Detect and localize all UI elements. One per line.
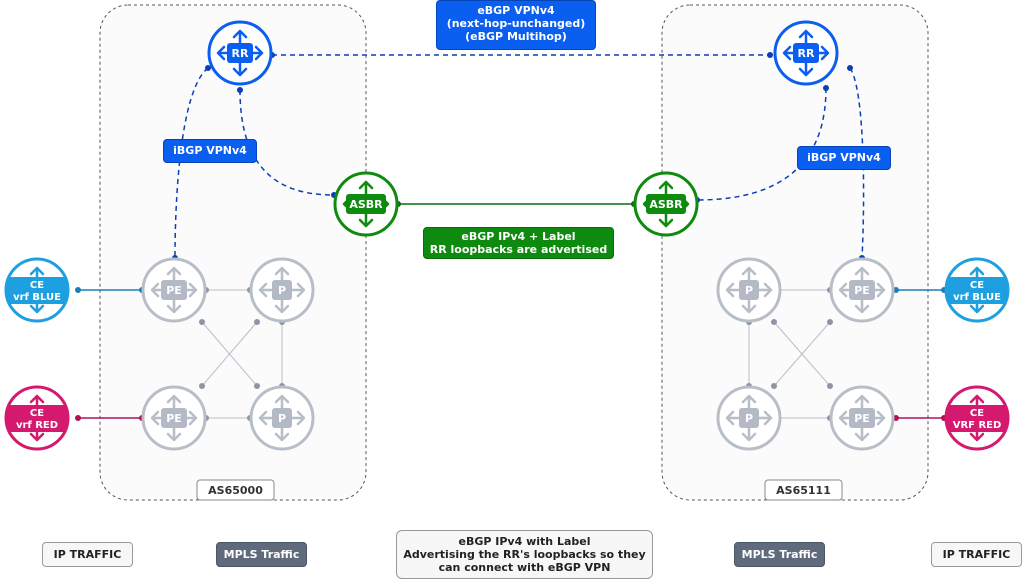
right-core-links bbox=[748, 289, 831, 419]
asbr-router-right[interactable]: ASBR bbox=[633, 171, 699, 237]
p-router-left-bottom[interactable]: P bbox=[249, 385, 315, 451]
legend-note-line-2: Advertising the RR's loopbacks so they bbox=[403, 548, 646, 561]
legend-mpls-traffic-left: MPLS Traffic bbox=[216, 542, 307, 567]
legend-ebgp-ipv4-note: eBGP IPv4 with Label Advertising the RR'… bbox=[396, 530, 653, 579]
p-router-left-top[interactable]: P bbox=[249, 257, 315, 323]
svg-text:RR: RR bbox=[798, 47, 815, 60]
svg-text:CE: CE bbox=[970, 408, 984, 419]
as-left-label: AS65000 bbox=[196, 479, 275, 501]
ebgp-ipv4-label: eBGP IPv4 + Label RR loopbacks are adver… bbox=[423, 227, 614, 259]
asbr-router-left[interactable]: ASBR bbox=[333, 171, 399, 237]
ce-blue-right[interactable]: CE vrf BLUE bbox=[944, 257, 1010, 323]
svg-text:AS65111: AS65111 bbox=[776, 484, 831, 497]
svg-text:RR: RR bbox=[232, 47, 249, 60]
p-router-right-bottom[interactable]: P bbox=[716, 385, 782, 451]
rr-router-right[interactable]: RR bbox=[773, 20, 839, 86]
ce-red-left[interactable]: CE vrf RED bbox=[4, 385, 70, 451]
svg-text:PE: PE bbox=[854, 412, 870, 425]
ce-red-right[interactable]: CE VRF RED bbox=[944, 385, 1010, 451]
rr-router-left[interactable]: RR bbox=[207, 20, 273, 86]
pe-router-right-bottom[interactable]: PE bbox=[829, 385, 895, 451]
svg-text:vrf RED: vrf RED bbox=[16, 420, 58, 431]
pe-router-left-top[interactable]: PE bbox=[141, 257, 207, 323]
svg-text:P: P bbox=[278, 284, 286, 297]
svg-text:PE: PE bbox=[166, 284, 182, 297]
legend-mpls-traffic-right: MPLS Traffic bbox=[734, 542, 825, 567]
ebgp-vpnv4-line-2: (next-hop-unchanged) bbox=[446, 17, 586, 30]
pe-router-right-top[interactable]: PE bbox=[829, 257, 895, 323]
ebgp-vpnv4-line-3: (eBGP Multihop) bbox=[465, 30, 567, 43]
pe-router-left-bottom[interactable]: PE bbox=[141, 385, 207, 451]
svg-text:P: P bbox=[745, 412, 753, 425]
svg-text:PE: PE bbox=[166, 412, 182, 425]
svg-text:CE: CE bbox=[970, 280, 984, 291]
ce-blue-left[interactable]: CE vrf BLUE bbox=[4, 257, 70, 323]
svg-text:P: P bbox=[745, 284, 753, 297]
svg-text:PE: PE bbox=[854, 284, 870, 297]
svg-text:P: P bbox=[278, 412, 286, 425]
svg-text:vrf BLUE: vrf BLUE bbox=[953, 292, 1001, 303]
ebgp-vpnv4-line-1: eBGP VPNv4 bbox=[477, 4, 555, 17]
ibgp-vpnv4-label-left: iBGP VPNv4 bbox=[163, 139, 257, 163]
ebgp-ipv4-line-1: eBGP IPv4 + Label bbox=[461, 230, 576, 243]
as-right-label: AS65111 bbox=[764, 479, 843, 501]
p-router-right-top[interactable]: P bbox=[716, 257, 782, 323]
svg-text:CE: CE bbox=[30, 280, 44, 291]
left-core-links bbox=[201, 289, 283, 419]
legend-note-line-3: can connect with eBGP VPN bbox=[438, 561, 611, 574]
svg-text:AS65000: AS65000 bbox=[208, 484, 263, 497]
ibgp-vpnv4-label-right: iBGP VPNv4 bbox=[797, 146, 891, 170]
legend-note-line-1: eBGP IPv4 with Label bbox=[458, 535, 591, 548]
svg-text:VRF RED: VRF RED bbox=[953, 420, 1002, 431]
legend-ip-traffic-left: IP TRAFFIC bbox=[42, 542, 133, 567]
svg-text:ASBR: ASBR bbox=[349, 198, 383, 211]
svg-text:CE: CE bbox=[30, 408, 44, 419]
svg-text:vrf BLUE: vrf BLUE bbox=[13, 292, 61, 303]
legend-ip-traffic-right: IP TRAFFIC bbox=[931, 542, 1022, 567]
svg-text:ASBR: ASBR bbox=[649, 198, 683, 211]
ebgp-ipv4-line-2: RR loopbacks are advertised bbox=[429, 243, 608, 256]
ebgp-vpnv4-label: eBGP VPNv4 (next-hop-unchanged) (eBGP Mu… bbox=[436, 0, 596, 50]
